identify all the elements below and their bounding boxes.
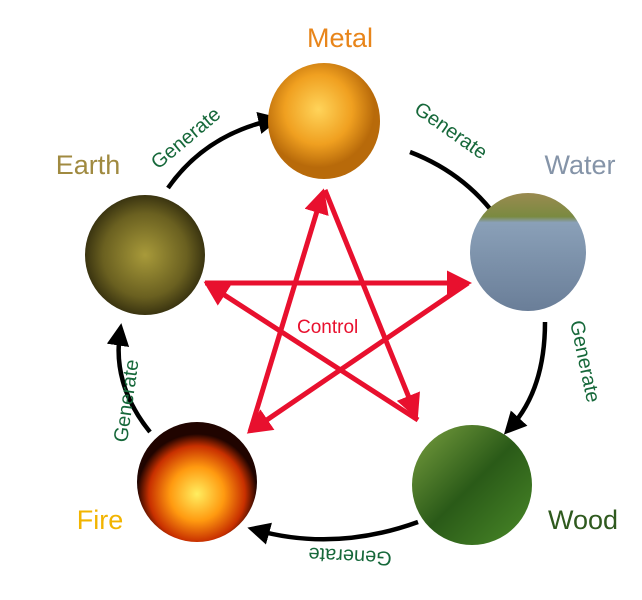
- control-label: Control: [297, 317, 358, 338]
- fire-image: [137, 422, 257, 542]
- control-arrow-metal-wood: [322, 189, 420, 420]
- metal-label: Metal: [307, 23, 373, 53]
- fire-label: Fire: [77, 505, 124, 535]
- generate-label: Generate: [565, 318, 604, 404]
- control-arrow-fire-metal: [247, 188, 329, 433]
- generate-label: Generate: [110, 358, 143, 444]
- generate-arrow-wood-fire: [247, 519, 419, 545]
- control-arrow-wood-earth: [203, 281, 420, 423]
- water-label: Water: [544, 150, 615, 180]
- wood-label: Wood: [548, 505, 618, 535]
- generate-label: Generate: [308, 543, 392, 569]
- generate-label: Generate: [410, 98, 491, 164]
- control-arrow-water-fire: [246, 280, 470, 434]
- generate-arrow-fire-earth: [106, 323, 152, 434]
- control-star: [203, 188, 472, 434]
- generate-arrow-earth-metal: [166, 111, 281, 190]
- water-image: [470, 193, 586, 311]
- generate-arrow-water-wood: [503, 321, 548, 435]
- metal-image: [268, 63, 380, 179]
- wood-image: [412, 425, 532, 545]
- earth-image: [85, 195, 205, 315]
- earth-label: Earth: [56, 150, 121, 180]
